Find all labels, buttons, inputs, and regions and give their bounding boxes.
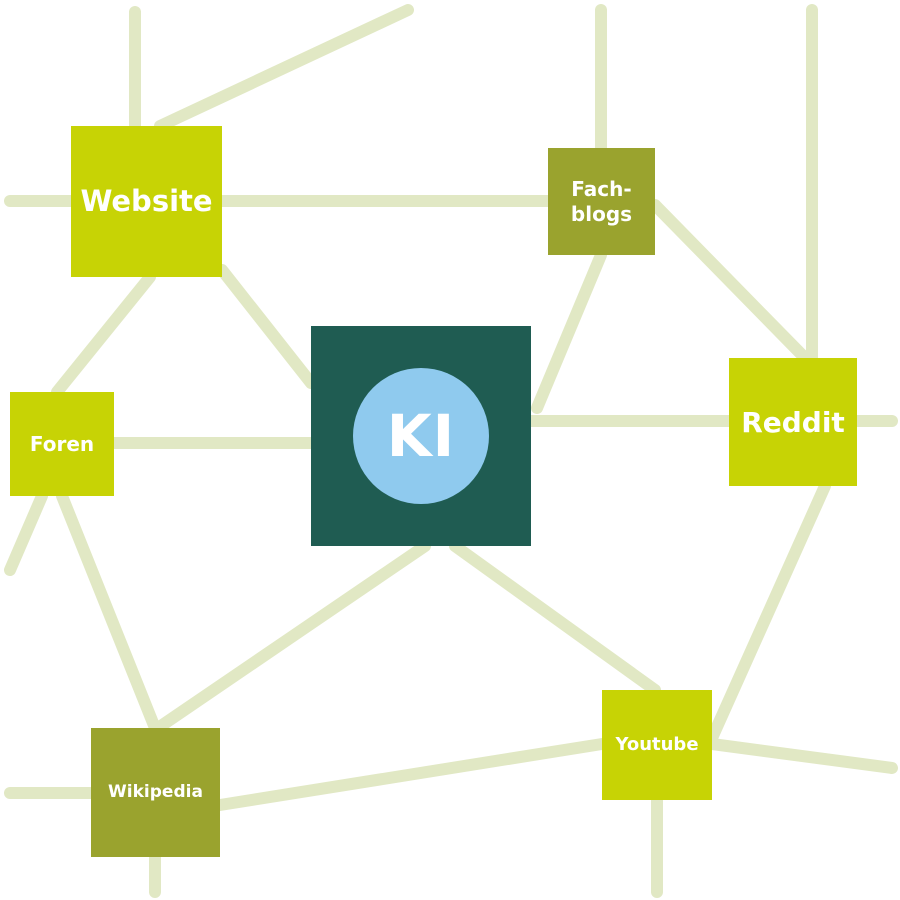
edge-line — [214, 738, 608, 811]
node-fachblogs-label-line1: Fach- — [571, 176, 632, 201]
node-youtube-label: Youtube — [615, 733, 699, 755]
node-reddit-label: Reddit — [741, 405, 845, 439]
node-reddit: Reddit — [729, 358, 857, 486]
edge-line — [449, 540, 661, 696]
node-wikipedia: Wikipedia — [91, 728, 220, 857]
center-node-ki: KI — [311, 326, 531, 546]
node-fachblogs-label-line2: blogs — [570, 201, 633, 226]
node-website: Website — [71, 126, 222, 277]
node-youtube: Youtube — [602, 690, 712, 800]
node-website-label: Website — [80, 184, 213, 219]
node-foren-label: Foren — [29, 431, 95, 456]
node-wikipedia-label: Wikipedia — [108, 781, 203, 802]
edge-line — [531, 249, 607, 414]
edge-line — [51, 271, 156, 398]
edge-line — [4, 490, 48, 576]
edge-line — [706, 738, 898, 774]
edge-line — [649, 199, 811, 364]
node-fachblogs: Fach- blogs — [548, 148, 655, 255]
edge-line — [706, 480, 831, 744]
edge-line — [154, 4, 414, 132]
edge-line — [56, 490, 161, 734]
ki-label: KI — [386, 401, 456, 470]
node-foren: Foren — [10, 392, 114, 496]
edge-line — [152, 540, 431, 734]
ki-circle: KI — [353, 368, 489, 504]
edge-line — [216, 264, 317, 389]
